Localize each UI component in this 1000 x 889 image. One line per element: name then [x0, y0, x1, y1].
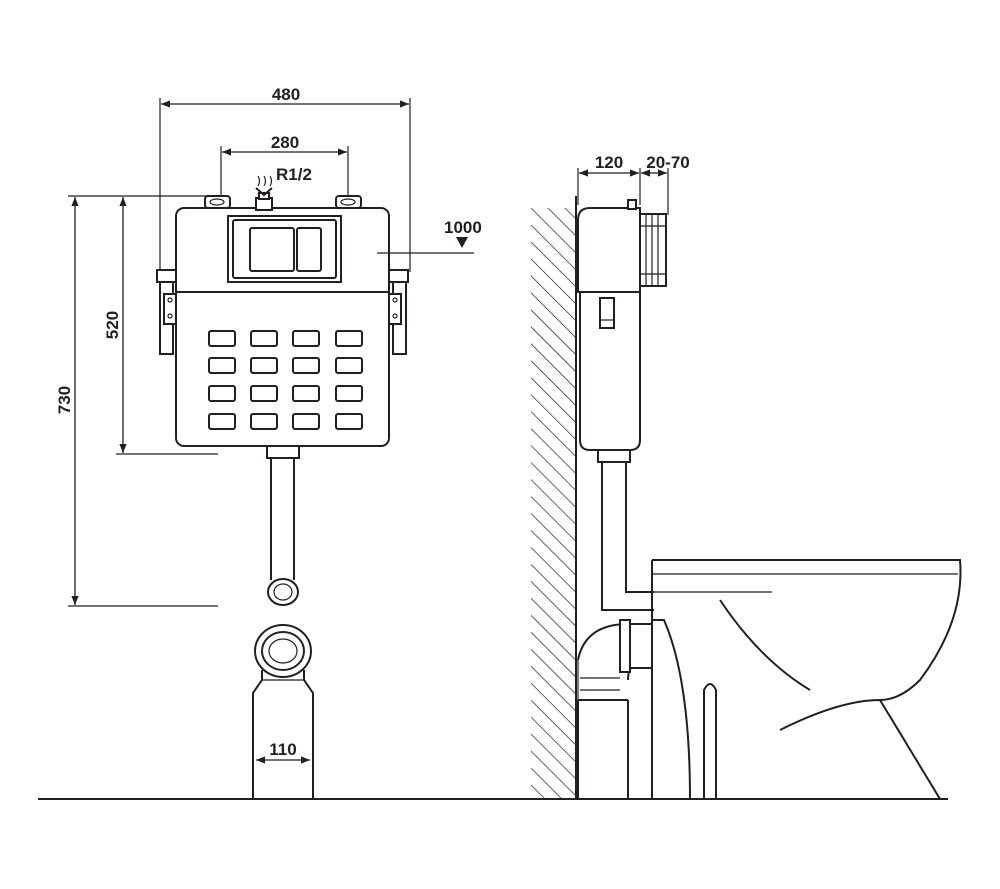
label-110: 110	[269, 740, 296, 759]
level-marker	[456, 237, 468, 248]
flush-pipe	[270, 458, 295, 580]
cistern-side	[577, 207, 641, 293]
flush-button-right	[296, 227, 322, 272]
left-bracket	[156, 269, 177, 355]
label-120: 120	[595, 153, 623, 172]
label-1000: 1000	[444, 218, 482, 237]
drain-connector	[252, 624, 314, 799]
label-520: 520	[103, 311, 122, 339]
flush-button-left	[249, 227, 295, 272]
label-20-70: 20-70	[646, 153, 689, 172]
label-730: 730	[55, 386, 74, 414]
label-r12: R1/2	[276, 165, 312, 184]
wall-hatching	[531, 208, 576, 799]
label-480: 480	[272, 85, 300, 104]
cistern-tank	[175, 207, 390, 447]
flush-plate-opening	[227, 215, 342, 283]
right-bracket	[388, 269, 409, 355]
flush-pipe-side	[601, 462, 654, 611]
front-view: 480 280 R1/2 1000 520 730 110	[55, 85, 482, 799]
side-view: 120 20-70	[531, 153, 962, 800]
label-280: 280	[271, 133, 299, 152]
drain-bend	[577, 623, 652, 799]
tank-grid-cutouts	[208, 330, 363, 430]
toilet-bowl	[651, 559, 962, 800]
